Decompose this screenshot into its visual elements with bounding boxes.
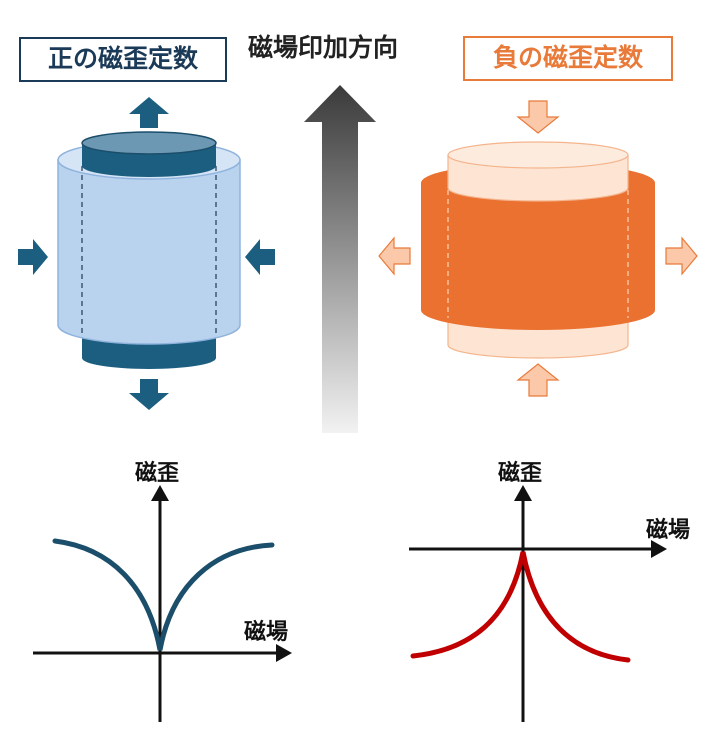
negative-arrow-out-left-icon <box>378 236 411 276</box>
negative-cylinder-group <box>378 100 698 397</box>
positive-graph-y-label: 磁歪 <box>135 461 180 486</box>
positive-arrow-down-icon <box>129 379 169 410</box>
positive-graph-x-label: 磁場 <box>244 620 289 645</box>
positive-graph-y-arrow-icon <box>151 485 169 501</box>
negative-magnetostriction-curve <box>410 551 631 663</box>
positive-arrow-in-right-icon <box>245 239 275 275</box>
field-direction-arrow <box>304 85 376 433</box>
negative-graph-x-label: 磁場 <box>646 518 691 543</box>
negative-graph <box>409 485 667 722</box>
negative-arrow-out-right-icon <box>665 236 698 276</box>
negative-graph-x-arrow-icon <box>651 540 667 558</box>
positive-magnetostriction-curve <box>52 538 275 651</box>
positive-arrow-up-icon <box>129 97 169 128</box>
negative-graph-y-arrow-icon <box>514 485 532 501</box>
negative-graph-y-label: 磁歪 <box>498 461 543 486</box>
negative-constant-title: 負の磁歪定数 <box>463 36 673 81</box>
field-direction-label: 磁場印加方向 <box>248 33 399 62</box>
negative-arrow-in-top-icon <box>516 100 560 134</box>
negative-arrow-in-bottom-icon <box>516 363 560 397</box>
positive-cylinder-group <box>18 97 275 410</box>
positive-graph <box>33 485 292 722</box>
positive-arrow-in-left-icon <box>18 239 48 275</box>
positive-graph-x-arrow-icon <box>276 644 292 662</box>
positive-constant-title: 正の磁歪定数 <box>19 37 227 82</box>
